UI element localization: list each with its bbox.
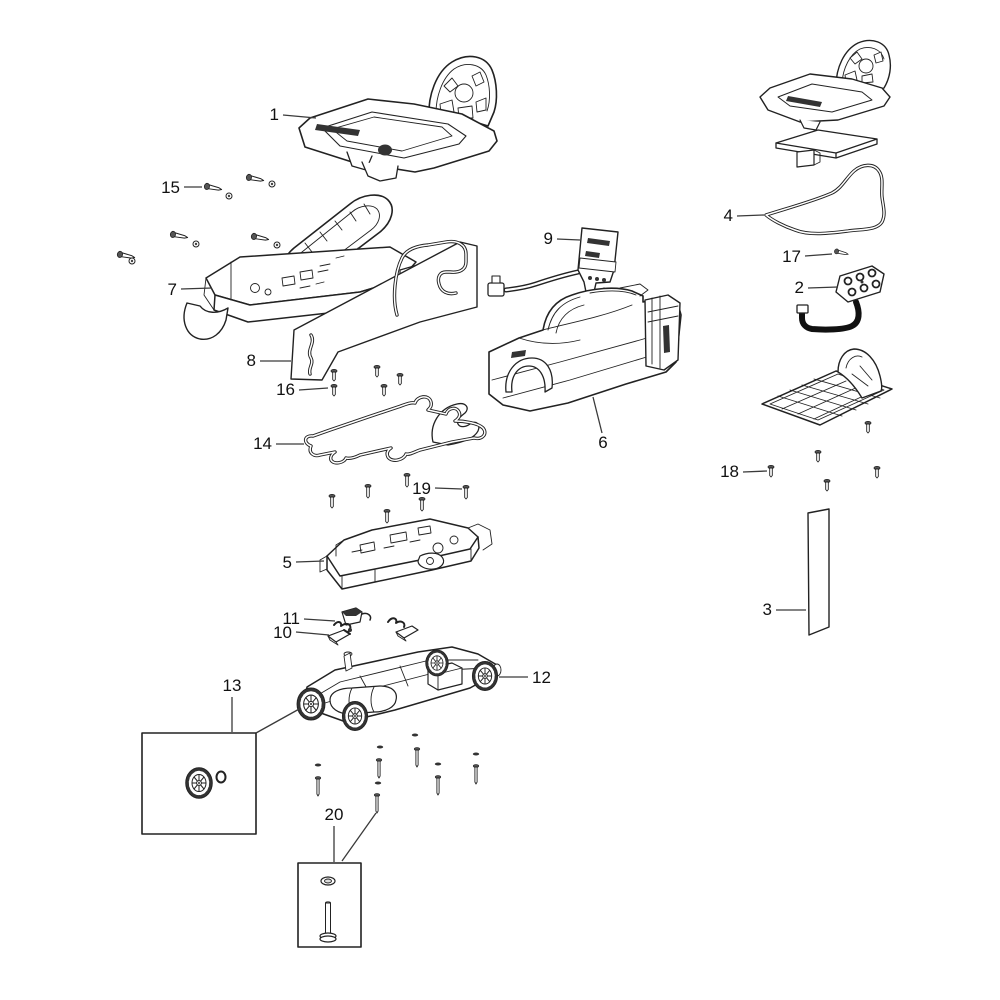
leader-line-2 (807, 286, 839, 289)
part-label-1: 1 (270, 105, 279, 124)
spare-clip-set (387, 617, 419, 642)
part-drawings (116, 39, 893, 948)
hardware-screws-19 (328, 472, 470, 524)
part-label-19: 19 (412, 479, 431, 498)
part-label-5: 5 (283, 553, 292, 572)
part-label-16: 16 (276, 380, 295, 399)
part-label-14: 14 (253, 434, 272, 453)
leader-line-9 (556, 238, 581, 241)
part-20-screw-detail-box (297, 862, 362, 948)
part-11-spring-clip (333, 607, 372, 633)
part-label-2: 2 (795, 278, 804, 297)
part-label-12: 12 (532, 668, 551, 687)
part-label-3: 3 (763, 600, 772, 619)
hardware-screws-16 (330, 364, 404, 397)
part-14-gasket (303, 395, 487, 465)
leader-line-17 (804, 253, 833, 257)
part-9-sensor-module (487, 227, 619, 307)
part-label-4: 4 (724, 206, 733, 225)
part-label-8: 8 (247, 351, 256, 370)
part-1-control-cover (298, 55, 498, 182)
part-label-10: 10 (273, 623, 292, 642)
part-10-latch-plate (327, 629, 351, 646)
top-cover-assembly (759, 39, 892, 131)
part-label-20: 20 (325, 805, 344, 824)
part-label-9: 9 (544, 229, 553, 248)
part-5-base-plate (319, 518, 493, 590)
leader-line-6 (592, 396, 603, 434)
part-13-wheel-detail-box (141, 732, 257, 835)
part-label-6: 6 (598, 433, 607, 452)
leader-line-16 (298, 387, 329, 391)
leader-line-1 (282, 114, 317, 119)
leader-line-4 (736, 214, 765, 217)
part-label-17: 17 (782, 247, 801, 266)
part-4-seal-gasket (764, 163, 886, 236)
leader-line-11 (303, 618, 336, 622)
part-2-keypad-module (796, 265, 885, 333)
part-label-7: 7 (168, 280, 177, 299)
part-label-11: 11 (282, 609, 300, 628)
part-8-side-panel (290, 239, 478, 381)
part-12-wheel-chassis (295, 646, 502, 732)
inner-lid (775, 129, 878, 168)
part-17-screw (833, 247, 850, 258)
leader-line-19 (434, 487, 463, 490)
part-label-15: 15 (161, 178, 180, 197)
leader-line-13 (255, 707, 302, 734)
leader-line-20 (341, 812, 377, 862)
part-label-13: 13 (223, 676, 242, 695)
hardware-screws-18 (767, 449, 881, 492)
leader-line-10 (295, 631, 330, 636)
leader-line-18 (742, 470, 768, 473)
cover-base-plate (761, 348, 893, 434)
leader-line-7 (180, 287, 213, 290)
part-label-18: 18 (720, 462, 739, 481)
part-3-trim-strip (807, 508, 830, 636)
leader-lines (180, 114, 839, 862)
part-6-main-housing (488, 283, 682, 412)
hardware-screws-20 (314, 732, 480, 814)
leader-line-5 (295, 560, 325, 563)
